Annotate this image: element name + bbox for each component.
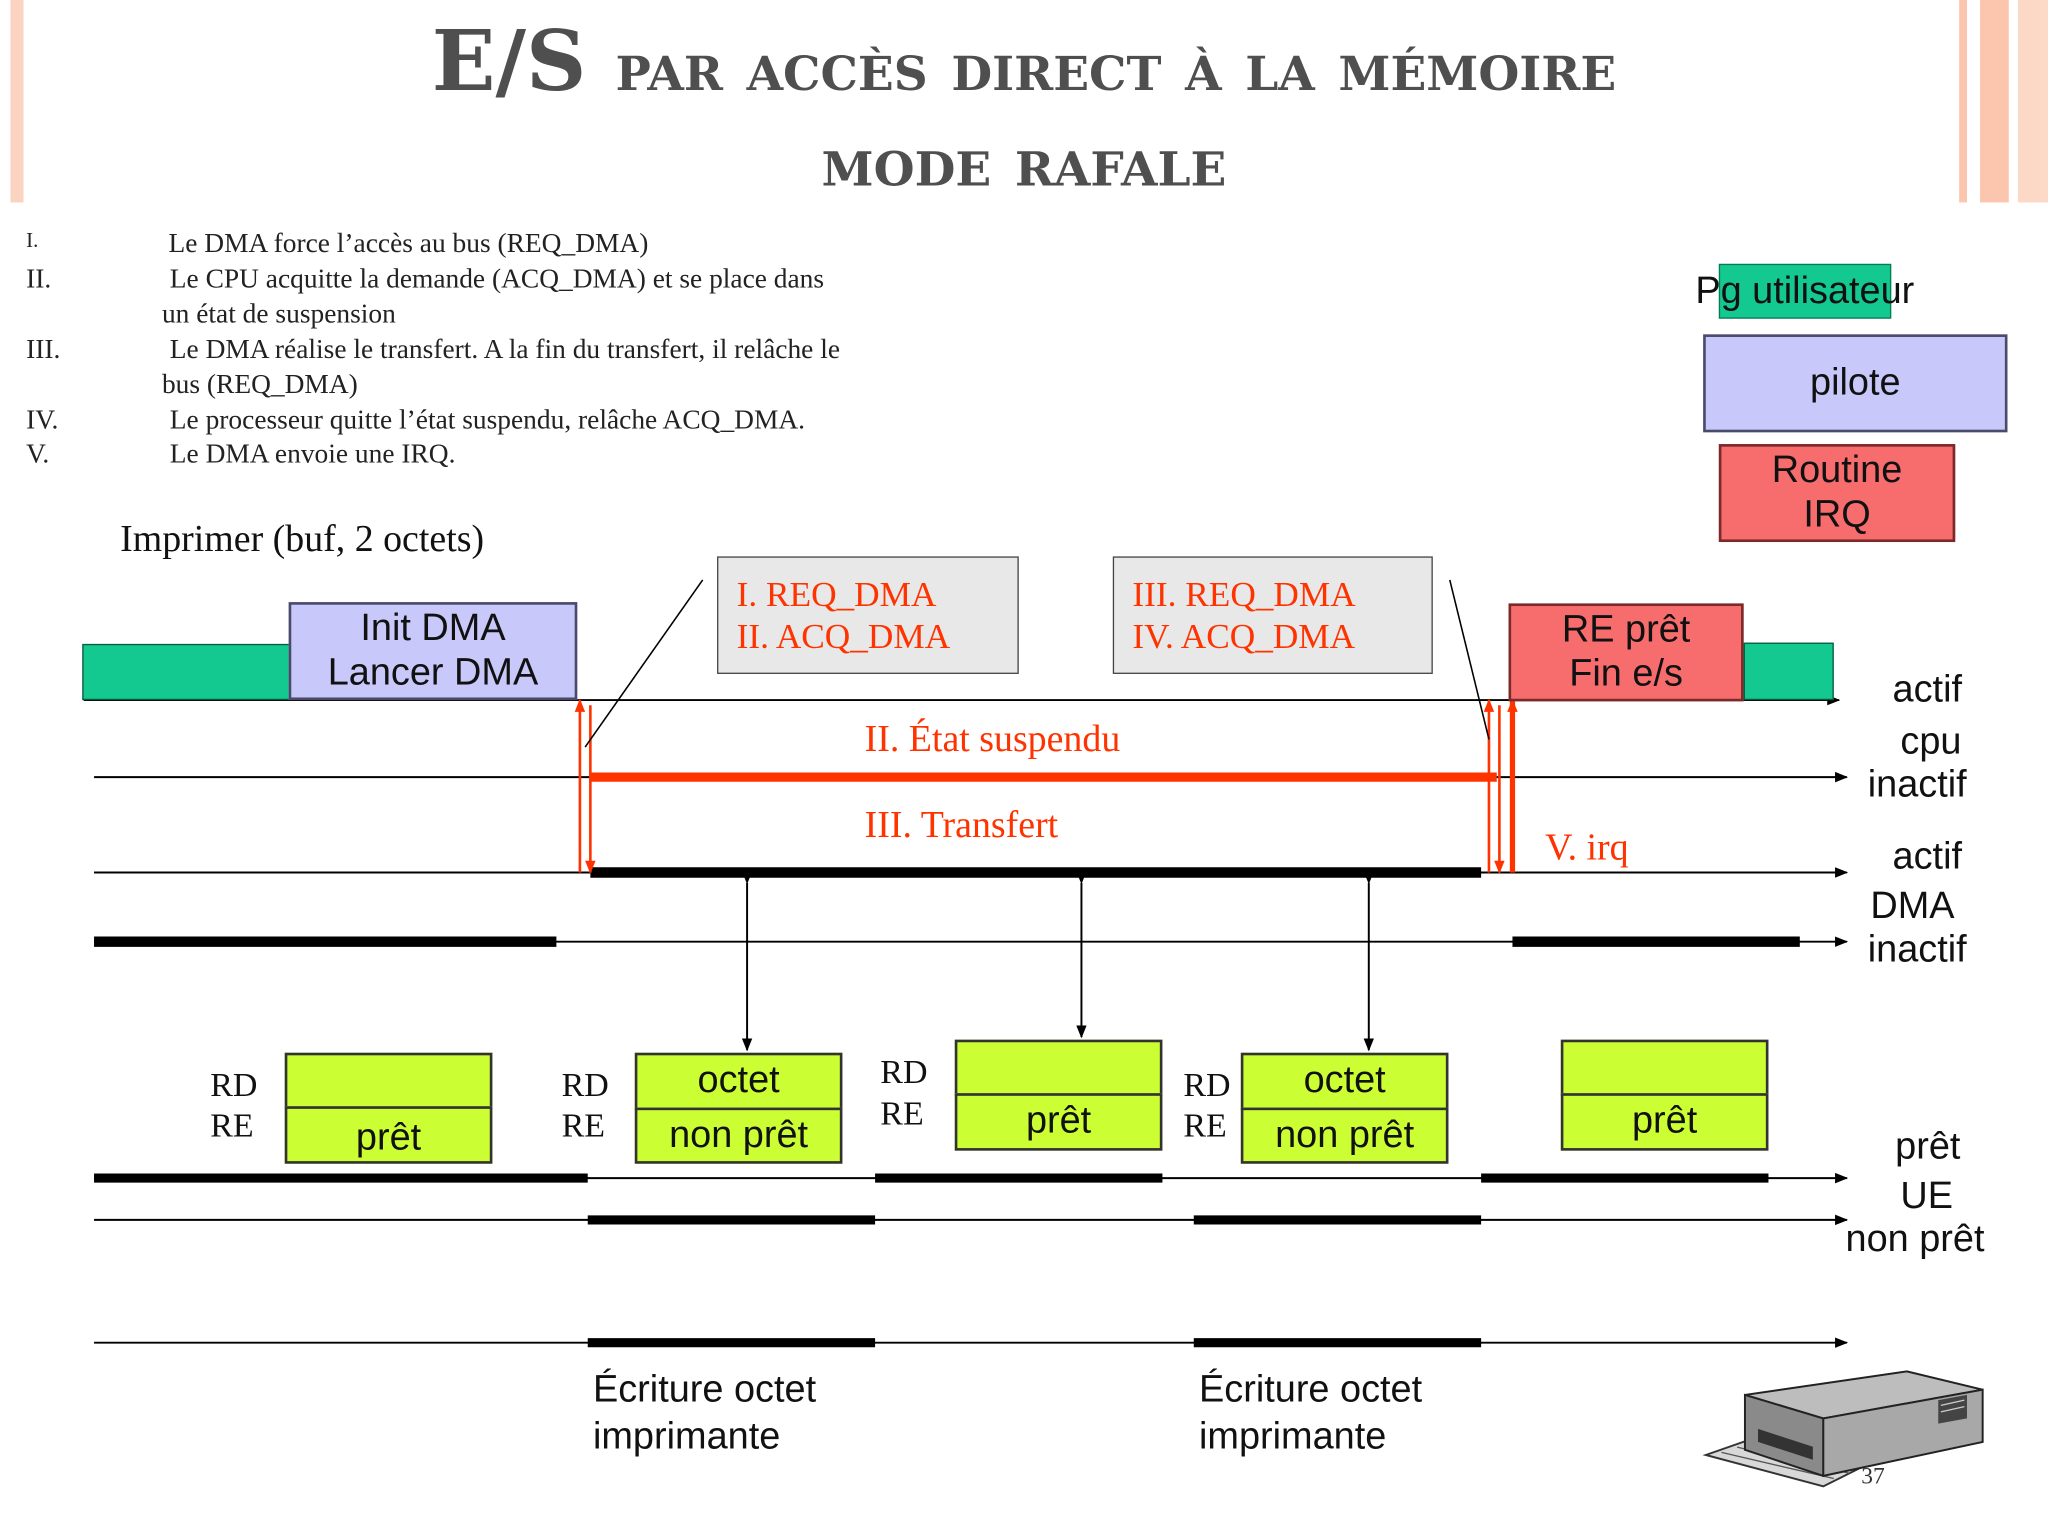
cpu-inactive-label: inactif xyxy=(1867,764,1967,806)
re-label: RE xyxy=(210,1106,254,1145)
write-label-2-line-2: imprimante xyxy=(1198,1415,1387,1458)
write-label-2-line-1: Écriture octet xyxy=(1198,1368,1423,1411)
callout-req-acq: I. REQ_DMA II. ACQ_DMA xyxy=(717,556,1019,674)
legend-driver: pilote xyxy=(1703,334,2008,433)
rd-label: RD xyxy=(210,1065,258,1104)
title-rest: par accès direct à la mémoire xyxy=(615,27,1617,108)
callout-req-acq-line-2: II. ACQ_DMA xyxy=(736,616,951,656)
printer-icon xyxy=(1702,1370,1984,1488)
callout-left-pointer xyxy=(584,579,704,748)
register-re-value: prêt xyxy=(1025,1100,1092,1142)
right-stripe-3 xyxy=(2017,0,2048,203)
register-rd-cell: octet xyxy=(1240,1052,1449,1111)
legend-driver-label: pilote xyxy=(1810,361,1901,404)
ue-axis-name: UE xyxy=(1900,1175,1954,1218)
title-acronym: E/S xyxy=(431,13,587,112)
callout-release: III. REQ_DMA IV. ACQ_DMA xyxy=(1112,556,1433,674)
state-suspended-label: II. État suspendu xyxy=(864,718,1121,761)
register-re-cell: prêt xyxy=(1560,1093,1769,1151)
write-label-1-line-1: Écriture octet xyxy=(592,1368,817,1411)
cpu-active-label: actif xyxy=(1892,668,1963,711)
re-label: RE xyxy=(561,1106,606,1145)
register-rd-cell xyxy=(284,1052,493,1109)
re-ready-line-1: RE prêt xyxy=(1561,608,1691,651)
legend-irq-routine: Routine IRQ xyxy=(1718,444,1956,543)
register-re-cell: prêt xyxy=(284,1106,493,1164)
register-rd-cell xyxy=(1560,1039,1769,1096)
step-3-text: Le DMA réalise le transfert. A la fin du… xyxy=(169,333,841,365)
re-ready-line-2: Fin e/s xyxy=(1569,652,1683,695)
irq-label: V. irq xyxy=(1545,826,1629,869)
re-label: RE xyxy=(1183,1106,1227,1145)
register-rd-value: octet xyxy=(697,1059,780,1102)
step-3-text-cont: bus (REQ_DMA) xyxy=(161,368,358,400)
write-label-1-line-2: imprimante xyxy=(592,1415,781,1458)
register-re-value: prêt xyxy=(1631,1100,1698,1142)
slide-title-line-2: mode rafale xyxy=(821,122,1227,203)
callout-req-acq-line-1: I. REQ_DMA xyxy=(736,574,937,614)
callout-release-line-2: IV. ACQ_DMA xyxy=(1132,616,1356,656)
left-stripe xyxy=(10,0,24,203)
dma-axis-name: DMA xyxy=(1870,885,1955,928)
ue-ready-label: prêt xyxy=(1895,1125,1961,1168)
step-2-text: Le CPU acquitte la demande (ACQ_DMA) et … xyxy=(169,262,825,294)
step-1-number: I. xyxy=(26,229,39,253)
register-rd-cell xyxy=(954,1039,1163,1096)
register-rd-cell: octet xyxy=(634,1052,843,1111)
register-re-cell: prêt xyxy=(954,1093,1163,1151)
slide-title-line-1: E/S par accès direct à la mémoire xyxy=(0,13,2048,111)
callout-release-line-1: III. REQ_DMA xyxy=(1132,574,1356,614)
re-ready-box: RE prêt Fin e/s xyxy=(1508,603,1744,702)
step-5-number: V. xyxy=(26,437,50,469)
rd-label: RD xyxy=(1183,1065,1231,1104)
right-stripe-2 xyxy=(1980,0,2009,203)
legend-user-program-label: Pg utilisateur xyxy=(1695,270,1915,313)
step-3-number: III. xyxy=(26,333,61,365)
register-rd-value: octet xyxy=(1303,1059,1386,1102)
ue-not-ready-label: non prêt xyxy=(1845,1218,1985,1261)
register-re-value: non prêt xyxy=(669,1113,809,1156)
legend-irq-line-1: Routine xyxy=(1771,449,1903,492)
legend-irq-line-2: IRQ xyxy=(1803,493,1871,535)
step-4-number: IV. xyxy=(26,403,59,435)
step-4-text: Le processeur quitte l’état suspendu, re… xyxy=(169,403,806,435)
step-2-text-cont: un état de suspension xyxy=(161,297,396,330)
user-program-block-1 xyxy=(82,643,292,701)
user-program-block-2 xyxy=(1743,642,1834,701)
cpu-axis-name: cpu xyxy=(1900,720,1962,763)
init-dma-line-2: Lancer DMA xyxy=(327,651,539,693)
state-transfer-label: III. Transfert xyxy=(864,804,1059,847)
register-re-value: non prêt xyxy=(1275,1113,1415,1156)
rd-label: RD xyxy=(561,1065,609,1104)
register-re-cell: non prêt xyxy=(1240,1107,1449,1164)
re-label: RE xyxy=(880,1094,924,1133)
step-1-text: Le DMA force l’accès au bus (REQ_DMA) xyxy=(168,227,649,259)
step-2-number: II. xyxy=(26,262,52,294)
right-stripe-1 xyxy=(1959,0,1967,203)
rd-label: RD xyxy=(880,1052,928,1091)
init-dma-box: Init DMA Lancer DMA xyxy=(288,602,578,701)
call-label: Imprimer (buf, 2 octets) xyxy=(120,518,485,561)
dma-active-label: actif xyxy=(1892,835,1963,878)
init-dma-line-1: Init DMA xyxy=(360,607,506,650)
dma-inactive-label: inactif xyxy=(1867,928,1967,971)
register-re-cell: non prêt xyxy=(634,1107,843,1164)
page-number: 37 xyxy=(1861,1462,1885,1489)
register-re-value: prêt xyxy=(355,1117,422,1159)
callout-right-pointer xyxy=(1449,579,1490,740)
step-5-text: Le DMA envoie une IRQ. xyxy=(169,437,456,469)
legend-user-program xyxy=(1718,263,1892,319)
